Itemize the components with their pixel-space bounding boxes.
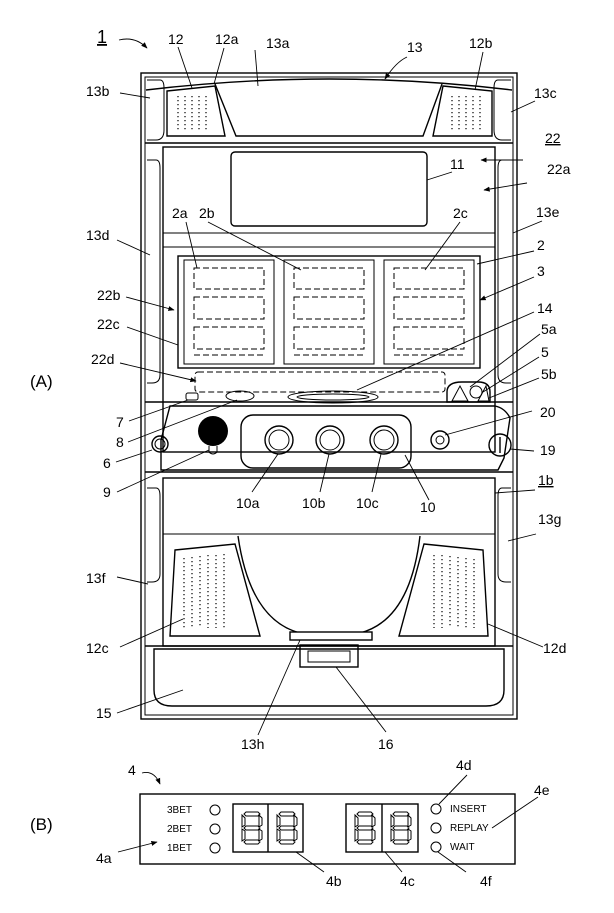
wait-lamp-4f [431,842,441,852]
ref-19: 19 [540,442,556,458]
ref-22c: 22c [97,316,120,332]
top-panel-13a [215,84,442,136]
ref-4a: 4a [96,850,112,866]
figure-label-a: (A) [30,372,53,391]
lower-door-1b [163,478,495,646]
stop-button-panel-10 [241,415,411,468]
ref-13f: 13f [86,570,106,586]
ref-13c: 13c [534,85,557,101]
ref-22a: 22a [547,161,571,177]
reel-2b [284,260,374,364]
reel-2a [184,260,274,364]
ref-4f: 4f [480,873,492,889]
status-label-replay: REPLAY [450,823,489,834]
ref-6: 6 [103,455,111,471]
speaker-12a [167,86,225,136]
ref-13d: 13d [86,227,109,243]
status-label-wait: WAIT [450,842,475,853]
ref-16: 16 [378,736,394,752]
top-frame-13 [146,79,512,90]
status-indicators: INSERT REPLAY WAIT [431,804,489,853]
ref-13e: 13e [536,204,560,220]
settle-button-20 [431,431,449,449]
insert-lamp-4d [431,804,441,814]
speaker-12b [433,86,492,136]
ref-20: 20 [540,404,556,420]
bet-label-1: 1BET [167,843,192,854]
ref-4e: 4e [534,782,550,798]
ref-2c: 2c [453,205,468,221]
bet-indicators-4a: 3BET 2BET 1BET [167,805,220,854]
ref-9: 9 [103,484,111,500]
ref-13g: 13g [538,511,561,527]
stop-button-10c [370,426,398,454]
figure-label-b: (B) [30,815,53,834]
bet-lamp-1 [210,843,220,853]
ref-11: 11 [450,156,465,172]
ref-4b: 4b [326,873,342,889]
ref-4c: 4c [400,873,415,889]
start-lever-9 [198,416,228,446]
stop-button-10a [265,426,293,454]
ref-13b: 13b [86,83,110,99]
ref-2a: 2a [172,205,188,221]
ref-1b: 1b [538,472,554,488]
coin-slot-14 [288,391,378,403]
bet-lamp-2 [210,824,220,834]
ref-2b: 2b [199,205,215,221]
side-decor-13f [147,488,160,582]
reel-window-22b [178,256,480,368]
ref-12d: 12d [543,640,566,656]
ref-8: 8 [116,434,124,450]
ref-12b: 12b [469,35,493,51]
ref-12c: 12c [86,640,109,656]
ref-13a: 13a [266,35,290,51]
seven-segment-display-4b [233,804,303,852]
ref-10b: 10b [302,495,326,511]
ref-5: 5 [541,344,549,360]
side-decor-13g [498,488,511,582]
ref-3: 3 [537,263,545,279]
side-decor-13d [147,160,160,383]
ref-22d: 22d [91,351,114,367]
ref-7: 7 [116,414,124,430]
ref-13: 13 [407,39,423,55]
seven-segment-display-4c [346,804,418,852]
display-panel-4: 3BET 2BET 1BET INSERT REPLAY [140,794,515,864]
ref-10a: 10a [236,495,260,511]
medal-tray-15 [154,649,504,706]
ref-2: 2 [537,237,545,253]
reel-2c [384,260,474,364]
button-7 [186,393,198,400]
ref-13h: 13h [241,736,264,752]
ref-5b: 5b [541,366,557,382]
ref-main-1: 1 [97,27,107,47]
ref-5a: 5a [541,321,557,337]
ref-4d: 4d [456,757,472,773]
ref-12a: 12a [215,31,239,47]
speaker-12c [170,544,260,636]
side-decor-13e [498,160,511,383]
speaker-12d [399,544,488,636]
ref-22: 22 [545,130,561,146]
ref-14: 14 [537,300,553,316]
bet-label-2: 2BET [167,824,192,835]
ref-12: 12 [168,31,184,47]
display-area-22d [195,372,445,392]
ref-4: 4 [128,762,136,778]
replay-lamp-4e [431,823,441,833]
tray-lip-13h [290,632,372,640]
ref-10c: 10c [356,495,379,511]
ref-10: 10 [420,499,436,515]
bet-lamp-3 [210,805,220,815]
status-label-insert: INSERT [450,804,487,815]
ref-22b: 22b [97,287,121,303]
button-6 [152,436,168,452]
stop-button-10b [316,426,344,454]
ref-15: 15 [96,705,112,721]
lcd-display-11 [231,152,427,226]
center-panel-13h [238,536,420,633]
bet-label-3: 3BET [167,805,192,816]
